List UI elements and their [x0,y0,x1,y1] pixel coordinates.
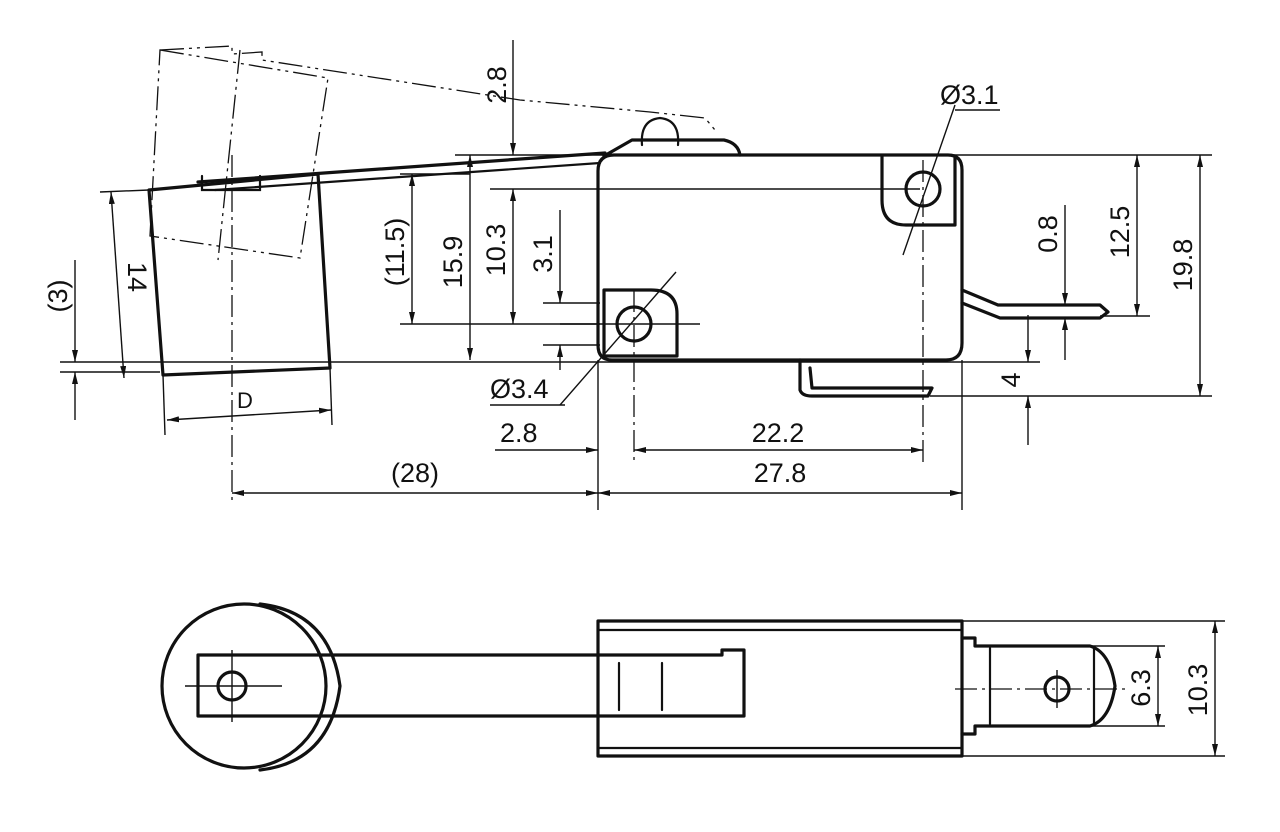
dim-text-12.5: 12.5 [1105,206,1135,259]
dim-14 [108,191,127,379]
top-body [596,619,964,758]
leader-hole-bottom [559,271,677,406]
roller-phantom [149,49,329,259]
lever-arm-lower [213,161,602,192]
lever-hook [602,138,742,158]
dim-text-4: 4 [996,372,1026,387]
side-view: 2.8 Ø3.1 (11.5) 15.9 10.3 3.1 0.8 12.5 1… [43,40,1212,510]
dim-text-19.8: 19.8 [1168,239,1198,292]
dim-text-22.2: 22.2 [752,418,805,448]
dim-text-3: (3) [43,280,73,313]
roller-front [160,602,328,770]
ext-roller-dia-l [162,374,166,436]
dim-text-28: (28) [391,458,439,488]
dim-text-hole-bottom: Ø3.4 [490,374,549,404]
roller-back [258,602,342,772]
dim-text-14: 14 [122,262,152,292]
dim-text-6.3: 6.3 [1126,669,1156,707]
leader-hole-top [902,104,956,256]
roller-bracket [200,174,262,192]
top-view: 6.3 10.3 [160,602,1225,772]
dim-text-11.5: (11.5) [380,218,410,287]
actuator-button [640,116,680,147]
dim-text-10.3-top: 10.3 [1183,664,1213,717]
lever-phantom [159,45,716,131]
top-terminal [960,636,1117,736]
dim-text-hole-top: Ø3.1 [940,80,999,110]
top-lever [196,648,746,718]
terminal-bottom [798,358,934,398]
dim-text-10.3: 10.3 [481,224,511,277]
lever-arm [196,151,607,184]
mount-boss-top [880,154,957,227]
dim-text-2.8-top: 2.8 [482,66,512,104]
dim-text-2.8-bottom: 2.8 [500,418,538,448]
dim-text-15.9: 15.9 [438,236,468,289]
roller-housing [147,172,332,377]
roller-housing-bottom [161,366,332,377]
dim-text-27.8: 27.8 [754,458,807,488]
roller-marker-d: D [237,388,253,413]
terminal-common [960,288,1110,320]
switch-body [596,153,964,362]
phantom-center [217,49,241,261]
dim-d [166,407,332,423]
dim-text-0.8: 0.8 [1033,215,1063,253]
dim-text-3.1: 3.1 [528,235,558,273]
ext-roller-dia-r [329,367,333,426]
mount-boss-bottom [602,288,679,358]
ext-roller-14 [99,189,150,193]
